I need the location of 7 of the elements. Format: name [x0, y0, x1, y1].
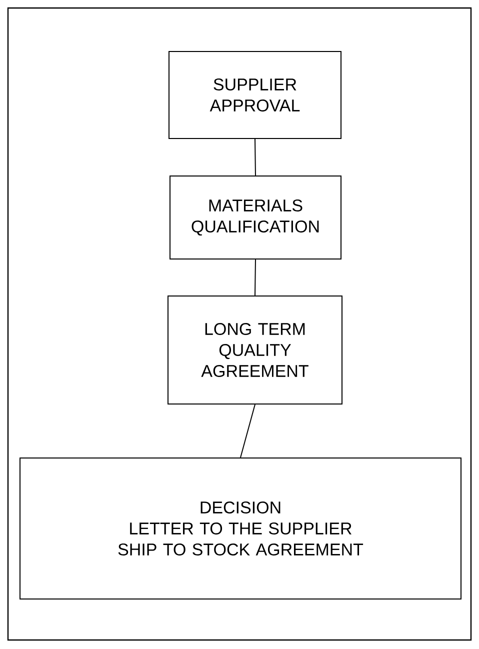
connector-line [254, 138, 256, 176]
process-box: DECISION LETTER TO THE SUPPLIER SHIP TO STOCK AGREEMENT [20, 458, 462, 600]
connector-line [254, 259, 256, 296]
process-box: MATERIALS QUALIFICATION [170, 176, 342, 260]
process-box: SUPPLIER APPROVAL [168, 51, 342, 139]
process-box: LONG TERM QUALITY AGREEMENT [168, 296, 342, 404]
connector-line [240, 404, 256, 458]
